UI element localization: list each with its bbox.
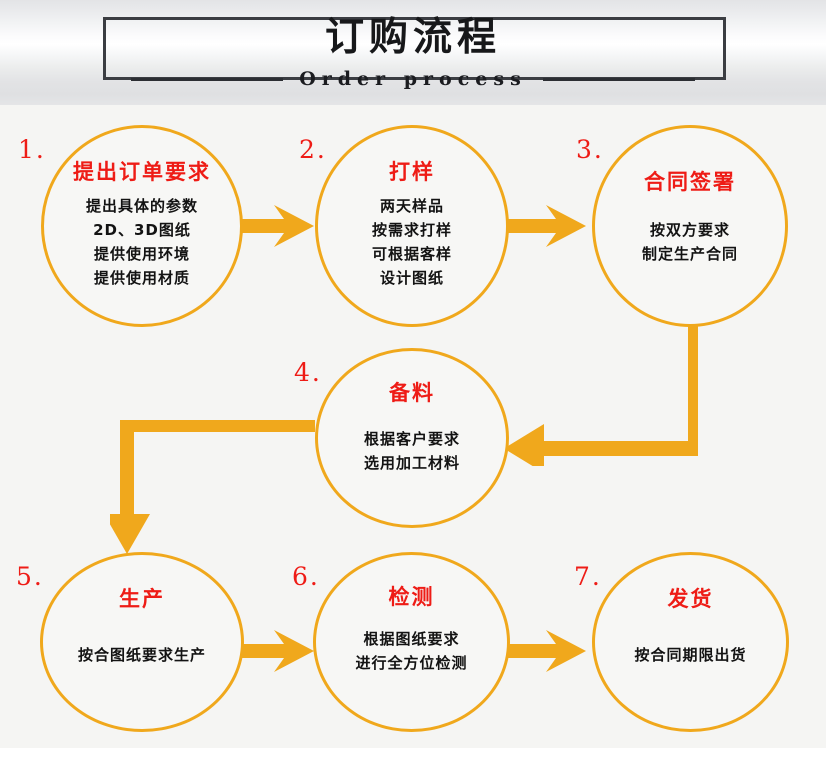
- step-node-2: 打样 两天样品按需求打样可根据客样设计图纸: [315, 125, 509, 327]
- step-lines-1: 提出具体的参数 2D、3D图纸提供使用环境提供使用材质: [86, 194, 198, 290]
- step-line: 提供使用材质: [93, 269, 190, 287]
- arrow-step2-to-step3: [508, 205, 586, 247]
- step-node-1: 提出订单要求 提出具体的参数 2D、3D图纸提供使用环境提供使用材质: [41, 125, 243, 327]
- arrow-step3-to-step4: [504, 296, 698, 466]
- arrow-step6-to-step7: [508, 630, 586, 672]
- step-lines-2: 两天样品按需求打样可根据客样设计图纸: [372, 194, 452, 290]
- arrow-step5-to-step6: [236, 630, 314, 672]
- step-line: 提出具体的参数: [85, 197, 198, 215]
- step-node-7: 发货 按合同期限出货: [592, 552, 789, 732]
- step-line: 2D、3D图纸: [93, 221, 191, 239]
- step-number-2: 2.: [299, 135, 327, 164]
- step-title-2: 打样: [389, 160, 435, 184]
- arrow-step1-to-step2: [236, 205, 314, 247]
- step-line: 可根据客样: [371, 245, 452, 263]
- step-line: 设计图纸: [379, 269, 444, 287]
- step-line: 两天样品: [379, 197, 444, 215]
- step-line: 根据客户要求: [363, 430, 460, 448]
- step-lines-5: 按合图纸要求生产: [78, 643, 206, 667]
- step-number-4: 4.: [294, 358, 322, 387]
- arrow-step4-to-step5: [110, 420, 315, 554]
- step-number-3: 3.: [576, 135, 604, 164]
- header-frame: [103, 17, 726, 80]
- step-title-7: 发货: [667, 587, 714, 611]
- step-title-3: 合同签署: [644, 170, 736, 194]
- step-lines-6: 根据图纸要求进行全方位检测: [355, 627, 467, 675]
- page-title: 订购流程: [324, 15, 501, 60]
- header-band: 订购流程 Order process: [0, 0, 826, 105]
- step-line: 提供使用环境: [93, 245, 190, 263]
- step-line: 制定生产合同: [641, 245, 738, 263]
- step-node-6: 检测 根据图纸要求进行全方位检测: [313, 552, 510, 732]
- step-lines-4: 根据客户要求选用加工材料: [364, 427, 460, 475]
- subtitle-row: Order process: [0, 66, 826, 92]
- step-line: 根据图纸要求: [363, 630, 460, 648]
- step-title-4: 备料: [389, 381, 435, 405]
- step-line: 按合图纸要求生产: [77, 646, 206, 664]
- page-subtitle: Order process: [299, 68, 527, 90]
- footer-background: [0, 748, 826, 767]
- step-node-3: 合同签署 按双方要求制定生产合同: [592, 125, 788, 327]
- step-lines-7: 按合同期限出货: [634, 643, 746, 667]
- step-line: 进行全方位检测: [355, 654, 468, 672]
- step-line: 按双方要求: [649, 221, 730, 239]
- subtitle-rule-right: [542, 77, 695, 81]
- step-line: 按需求打样: [371, 221, 452, 239]
- step-title-1: 提出订单要求: [73, 160, 211, 184]
- step-node-4: 备料 根据客户要求选用加工材料: [315, 348, 509, 528]
- step-title-6: 检测: [388, 585, 435, 609]
- step-node-5: 生产 按合图纸要求生产: [40, 552, 244, 732]
- step-lines-3: 按双方要求制定生产合同: [642, 218, 738, 266]
- step-number-5: 5.: [16, 562, 44, 591]
- step-number-7: 7.: [574, 562, 602, 591]
- step-number-1: 1.: [18, 135, 46, 164]
- step-line: 选用加工材料: [363, 454, 460, 472]
- step-number-6: 6.: [292, 562, 320, 591]
- step-title-5: 生产: [119, 587, 165, 611]
- step-line: 按合同期限出货: [634, 646, 747, 664]
- subtitle-rule-left: [131, 77, 284, 81]
